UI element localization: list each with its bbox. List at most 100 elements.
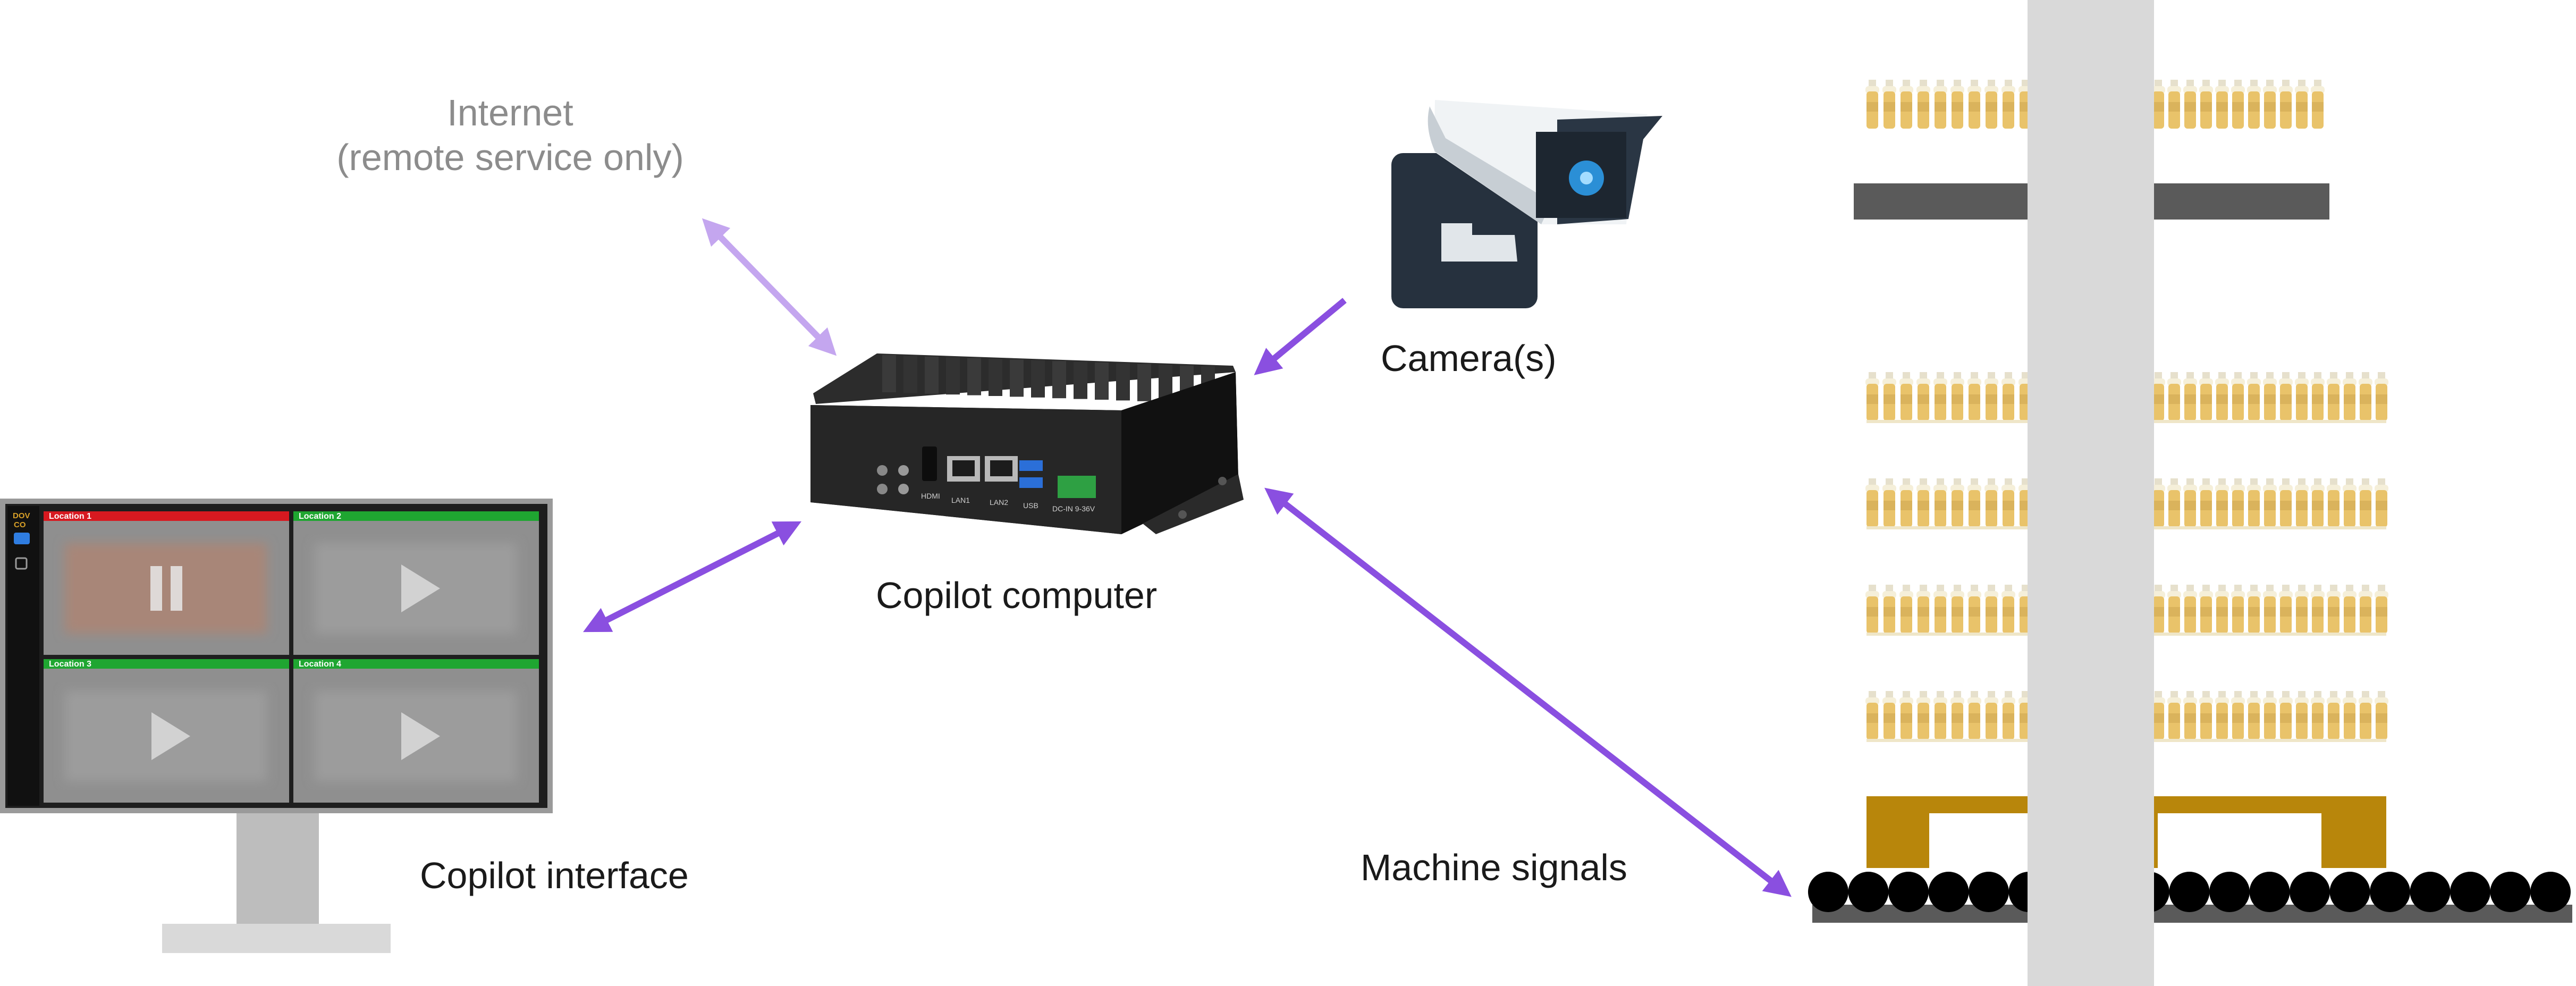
conveyor-roller: [1969, 872, 2009, 912]
bottle: [2263, 691, 2277, 740]
heatsink-fin: [1074, 361, 1087, 399]
bottle: [2263, 478, 2277, 527]
bottle: [2001, 80, 2015, 129]
bottle: [2295, 372, 2309, 421]
bottle: [1916, 80, 1930, 129]
heatsink-fin: [925, 356, 939, 394]
internet-label-line1: Internet: [447, 92, 573, 133]
bottle: [1950, 478, 1964, 527]
bottle: [1950, 691, 1964, 740]
bottle: [2215, 80, 2229, 129]
bottle: [2343, 691, 2357, 740]
bottle: [1984, 80, 1998, 129]
bottle: [2343, 478, 2357, 527]
conveyor-roller: [2370, 872, 2410, 912]
bottle: [2263, 585, 2277, 634]
bottle: [2199, 691, 2213, 740]
bottle: [2247, 372, 2261, 421]
bottle: [2359, 372, 2372, 421]
arrows: [583, 218, 1792, 897]
bottle: [2359, 585, 2372, 634]
bottle: [1967, 585, 1981, 634]
conveyor-roller: [1928, 872, 1969, 912]
camera-arrow: [1254, 298, 1347, 375]
bottle: [1950, 80, 1964, 129]
bottle: [2199, 478, 2213, 527]
tile-status-bar: [44, 511, 289, 521]
bottle: [2311, 691, 2325, 740]
brand-logo-line2: CO: [14, 520, 26, 529]
heatsink-fin: [1031, 360, 1045, 398]
bottle: [1984, 372, 1998, 421]
tile-status-bar: [293, 511, 539, 521]
bottle: [1967, 80, 1981, 129]
interface-arrow: [583, 521, 801, 633]
port-lan2-label: LAN2: [990, 498, 1008, 507]
internet-arrow: [702, 218, 837, 356]
bottle: [2295, 691, 2309, 740]
bottle: [2167, 372, 2181, 421]
conveyor-roller: [2450, 872, 2490, 912]
conveyor-roller: [2290, 872, 2330, 912]
bottle: [1916, 585, 1930, 634]
heatsink-fin: [1052, 361, 1066, 399]
bottle: [2231, 585, 2245, 634]
bottle: [2279, 585, 2293, 634]
bottle: [1984, 585, 1998, 634]
bottle: [1865, 478, 1879, 527]
bottle: [2311, 372, 2325, 421]
bottle: [2295, 478, 2309, 527]
bottle: [1899, 691, 1913, 740]
camera-tile[interactable]: Location 1: [44, 511, 289, 655]
bottle: [2167, 80, 2181, 129]
pause-icon[interactable]: [150, 566, 182, 611]
bottle: [2215, 478, 2229, 527]
bottle: [2231, 691, 2245, 740]
camera-icon: [1391, 100, 1662, 308]
tile-label: Location 4: [299, 660, 341, 669]
bottle: [2295, 585, 2309, 634]
camera-tile[interactable]: Location 4: [293, 659, 539, 803]
machine-signals-arrow: [1264, 487, 1792, 897]
bottle: [2247, 585, 2261, 634]
bottle: [1865, 80, 1879, 129]
bottle: [2001, 691, 2015, 740]
bottle: [2279, 80, 2293, 129]
bottle: [2167, 691, 2181, 740]
play-icon[interactable]: [401, 712, 440, 760]
bottle: [1899, 478, 1913, 527]
bottle: [1933, 585, 1947, 634]
heatsink-fin: [1116, 363, 1130, 401]
camera-tile[interactable]: Location 2: [293, 511, 539, 655]
settings-nav-icon[interactable]: [15, 557, 28, 570]
bottle: [2231, 478, 2245, 527]
bottle: [2215, 372, 2229, 421]
copilot-interface-label: Copilot interface: [420, 855, 689, 896]
bottle: [1916, 478, 1930, 527]
bottle: [1933, 80, 1947, 129]
bottle: [2183, 478, 2197, 527]
play-icon[interactable]: [401, 564, 440, 612]
bottle: [2375, 585, 2388, 634]
play-icon[interactable]: [151, 712, 190, 760]
machine-signals-label: Machine signals: [1361, 847, 1627, 888]
bottle: [2001, 585, 2015, 634]
bottle: [1950, 585, 1964, 634]
conveyor-roller: [2209, 872, 2250, 912]
bottle: [1899, 372, 1913, 421]
bottle: [2343, 372, 2357, 421]
bottle: [1899, 585, 1913, 634]
bottle: [2199, 372, 2213, 421]
bottle: [2183, 372, 2197, 421]
bottle: [2247, 691, 2261, 740]
bottle: [1916, 372, 1930, 421]
bottle: [2183, 80, 2197, 129]
bottle: [2295, 80, 2309, 129]
tile-label: Location 1: [49, 512, 91, 521]
bottle: [2263, 80, 2277, 129]
bottle: [1950, 372, 1964, 421]
camera-tile[interactable]: Location 3: [44, 659, 289, 803]
cameras-nav-icon[interactable]: [14, 533, 30, 544]
tile-label: Location 2: [299, 512, 341, 521]
